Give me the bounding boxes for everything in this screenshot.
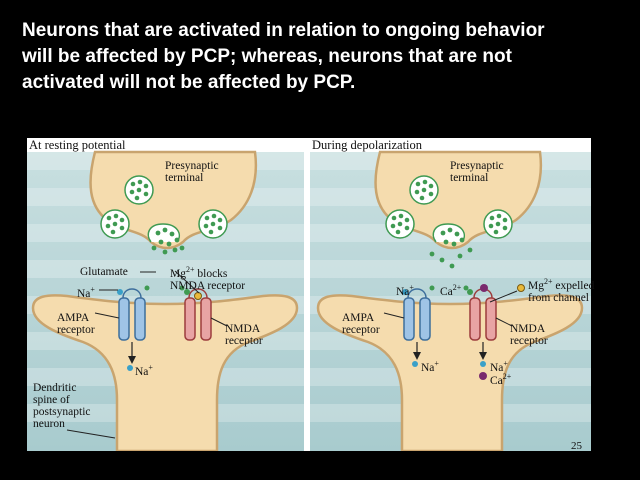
left-nmda-receptor-line: NMDA receptor [170,279,246,292]
left-ampa-line-1: AMPA [57,312,90,324]
left-panel-resting: At resting potential Presynaptic termina… [27,138,304,451]
title-line-3: activated will not be affected by PCP. [22,72,356,93]
synapse-figure: At resting potential Presynaptic termina… [27,138,594,452]
left-released-glutamate [151,227,185,255]
right-na-label: Na+ [396,282,414,298]
left-dendritic-line-1: Dendritic [33,382,77,394]
right-ca-label: Ca2+ [440,282,461,298]
right-presynaptic-line-1: Presynaptic [450,160,504,172]
right-vesicle-contents [390,179,508,235]
left-ampa-receptor [117,288,146,371]
right-na-bottom-nmda-label: Na+ [490,358,508,374]
right-from-channel-text: from channel [528,291,589,304]
right-na-bottom-ampa-sup: + [434,359,439,368]
left-nmda-line-2: receptor [225,335,263,347]
right-fusing-vesicle [432,223,466,243]
right-na-bottom-nmda-text: Na [490,361,504,374]
right-ca-bottom-nmda-sup: 2+ [502,372,512,381]
left-panel-illustration [27,150,304,451]
left-glutamate-label: Glutamate [80,266,128,278]
right-presynaptic-line-2: terminal [450,172,489,184]
left-nmda-receptor [184,288,212,341]
title-line-2: will be affected by PCP; whereas, neuron… [22,46,512,67]
right-postsynaptic-spine [316,294,584,451]
right-presynaptic-label: Presynaptic terminal [450,160,504,184]
right-ca-label-sup: 2+ [452,283,462,292]
right-ca-bottom-nmda-text: Ca [490,374,503,387]
right-ca-label-text: Ca [440,285,453,298]
right-nmda-line-2: receptor [510,335,548,347]
left-bound-glutamate [144,285,185,291]
left-na-bottom-sup: + [148,363,153,372]
left-mg-block-label: Mg2+ blocks NMDA receptor [170,264,245,292]
right-na-label-text: Na [396,285,410,298]
right-mg-text: Mg [528,279,544,292]
right-nmda-line-1: NMDA [510,323,546,335]
left-na-label-text: Na [77,287,91,300]
right-ampa-label: AMPA receptor [342,312,380,336]
left-dendritic-line-3: postsynaptic [33,406,91,418]
right-ampa-receptor [402,288,431,367]
slide-title: Neurons that are activated in relation t… [22,18,622,96]
left-na-bottom-text: Na [135,365,149,378]
left-dendritic-line-4: neuron [33,418,65,430]
right-panel-depolarization: During depolarization Presynaptic termin… [310,138,594,451]
right-ca-bottom-nmda-label: Ca2+ [490,371,511,387]
title-line-1: Neurons that are activated in relation t… [22,20,545,41]
left-mg-blocks-text: blocks [194,267,228,280]
left-leader-lines [66,270,228,439]
left-na-bottom-label: Na+ [135,362,153,378]
right-nmda-receptor [467,284,525,380]
left-presynaptic-line-2: terminal [165,172,204,184]
left-ampa-label: AMPA receptor [57,312,95,336]
right-mg-sup: 2+ [543,277,553,286]
left-fusing-vesicle [147,223,181,243]
right-ampa-line-1: AMPA [342,312,375,324]
left-nmda-line-1: NMDA [225,323,261,335]
right-na-bottom-ampa-text: Na [421,361,435,374]
left-na-label: Na+ [77,284,95,300]
right-leader-lines [383,312,513,327]
right-nmda-label: NMDA receptor [510,323,548,347]
left-na-label-sup: + [90,285,95,294]
left-postsynaptic-spine [31,294,299,451]
left-panel-title: At resting potential [29,138,126,152]
left-vesicle-contents [105,179,223,235]
left-dendritic-label: Dendritic spine of postsynaptic neuron [33,382,91,430]
right-bound-glutamate [429,285,469,291]
left-presynaptic-line-1: Presynaptic [165,160,219,172]
right-na-bottom-nmda-sup: + [503,359,508,368]
left-mg-text: Mg [170,267,186,280]
left-nmda-label: NMDA receptor [225,323,263,347]
left-dendritic-line-2: spine of [33,394,70,406]
right-panel-illustration [310,150,591,451]
right-mg-expelled-text: expelled [552,279,595,292]
right-na-label-sup: + [409,283,414,292]
left-mg-sup: 2+ [185,265,195,274]
left-ampa-line-2: receptor [57,324,95,336]
right-mg-expelled-label: Mg2+ expelled from channel [528,276,594,304]
right-ampa-line-2: receptor [342,324,380,336]
left-presynaptic-label: Presynaptic terminal [165,160,219,184]
page-number: 25 [571,440,582,452]
right-panel-title: During depolarization [312,138,423,152]
right-released-glutamate [429,227,473,269]
right-na-bottom-ampa-label: Na+ [421,358,439,374]
